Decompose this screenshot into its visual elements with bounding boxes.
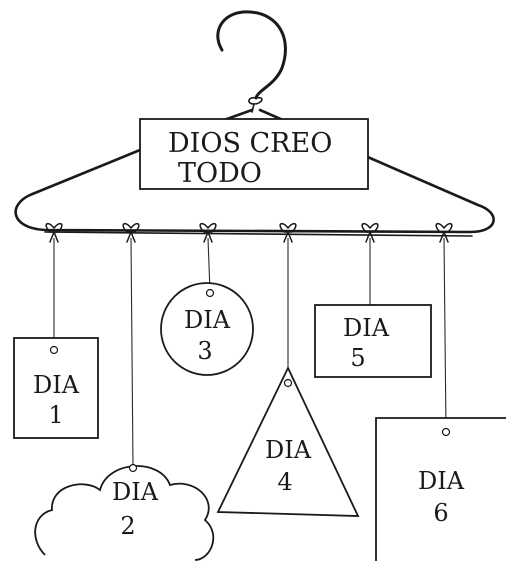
bow-icon — [122, 222, 140, 243]
tag-word: DIA — [343, 314, 390, 342]
tag-dia-6: DIA 6 — [375, 417, 506, 561]
bow-icon — [279, 222, 297, 243]
tag-hole — [441, 427, 451, 437]
hanger-shoulders — [14, 108, 495, 234]
bow-icon — [361, 222, 379, 243]
tag-hole — [49, 345, 59, 355]
string-dia-6 — [443, 237, 447, 431]
tag-hole — [128, 463, 138, 473]
tag-word: DIA — [184, 306, 231, 334]
tag-word: DIA — [418, 467, 465, 495]
strings — [53, 237, 447, 468]
tag-word: DIA — [33, 371, 80, 399]
tag-dia-4: DIA 4 — [216, 365, 360, 517]
tag-number: 6 — [433, 499, 448, 527]
tag-number: 4 — [277, 468, 292, 496]
bow-icon — [199, 222, 217, 243]
tag-number: 2 — [120, 512, 135, 540]
tag-dia-2: DIA 2 — [34, 463, 215, 561]
tag-hole — [283, 378, 293, 388]
sign-line-2: TODO — [178, 158, 262, 189]
tag-dia-3: DIA 3 — [160, 282, 254, 376]
tag-number: 1 — [48, 401, 63, 429]
hanger-bar — [44, 231, 473, 237]
tag-hole — [205, 288, 215, 298]
hanger-hook — [216, 10, 287, 100]
sign-line-1: DIOS CREO — [168, 128, 332, 159]
tag-dia-5: DIA 5 — [314, 304, 432, 378]
string-dia-2 — [130, 237, 134, 468]
sign-panel: DIOS CREO TODO — [139, 118, 369, 190]
tag-word: DIA — [265, 436, 312, 464]
tag-dia-1: DIA 1 — [13, 337, 99, 439]
bow-icon — [435, 222, 453, 243]
bar-bows — [45, 222, 453, 243]
tag-word: DIA — [112, 478, 159, 506]
tag-number: 5 — [350, 344, 365, 372]
tag-number: 3 — [197, 337, 212, 365]
cloud-shape — [34, 465, 215, 561]
bow-icon — [45, 222, 63, 243]
